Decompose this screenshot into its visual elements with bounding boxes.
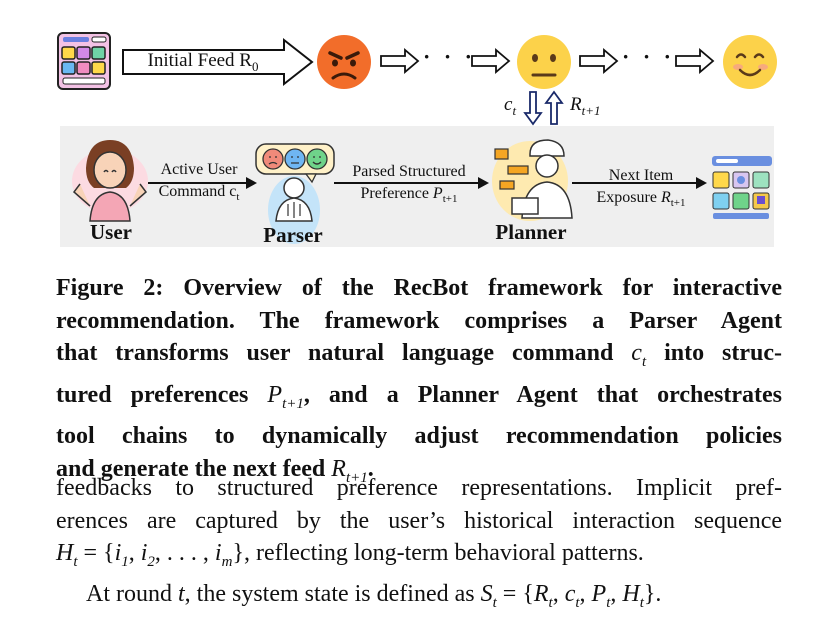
caption-line: tool chains to dynamically adjust recomm… xyxy=(56,420,782,453)
caption-line: tured preferences Pt+1, and a Planner Ag… xyxy=(56,379,782,420)
progress-arrow xyxy=(381,50,418,72)
edge-label-exposure: Next Item Exposure Rt+1 xyxy=(578,165,704,214)
body-text: feedbacks to structured preference repre… xyxy=(56,472,782,620)
progress-arrow xyxy=(676,50,713,72)
planner-agent-icon xyxy=(492,140,572,221)
progress-arrow xyxy=(580,50,617,72)
command-down-arrow xyxy=(525,92,541,124)
caption-line: recommendation. The framework comprises … xyxy=(56,305,782,338)
pipeline-panel: User Parser Planner Active User Command … xyxy=(60,126,774,247)
figure-2: Initial Feed R0 · · · · · · ct Rt+1 xyxy=(0,0,832,260)
initial-feed-label: Initial Feed R0 xyxy=(128,50,278,75)
feed-grid-icon xyxy=(712,156,772,219)
caption-line: that transforms user natural language co… xyxy=(56,337,782,378)
caption-line: Figure 2: Overview of the RecBot framewo… xyxy=(56,272,782,305)
edge-label-preference: Parsed Structured Preference Pt+1 xyxy=(334,161,484,210)
planner-label: Planner xyxy=(482,220,580,245)
user-confused-icon xyxy=(72,140,148,221)
user-label: User xyxy=(83,220,139,245)
feed-grid-icon xyxy=(58,33,110,89)
angry-face-icon xyxy=(317,35,371,89)
body-line: feedbacks to structured preference repre… xyxy=(56,472,782,505)
command-label: ct xyxy=(504,94,516,119)
neutral-face-icon xyxy=(517,35,571,89)
body-line: Ht = {i1, i2, . . . , im}, reflecting lo… xyxy=(56,537,782,578)
smiling-face-icon xyxy=(723,35,777,89)
ellipsis: · · · xyxy=(423,44,476,70)
ellipsis: · · · xyxy=(622,44,675,70)
parser-label: Parser xyxy=(253,223,333,248)
feed-up-arrow xyxy=(546,92,562,124)
body-line: erences are captured by the user’s histo… xyxy=(56,505,782,538)
edge-label-command: Active User Command ct xyxy=(144,159,254,208)
figure-caption: Figure 2: Overview of the RecBot framewo… xyxy=(56,272,782,494)
next-feed-label: Rt+1 xyxy=(570,94,601,119)
progress-arrow xyxy=(472,50,509,72)
body-line: At round t, the system state is defined … xyxy=(56,578,782,619)
